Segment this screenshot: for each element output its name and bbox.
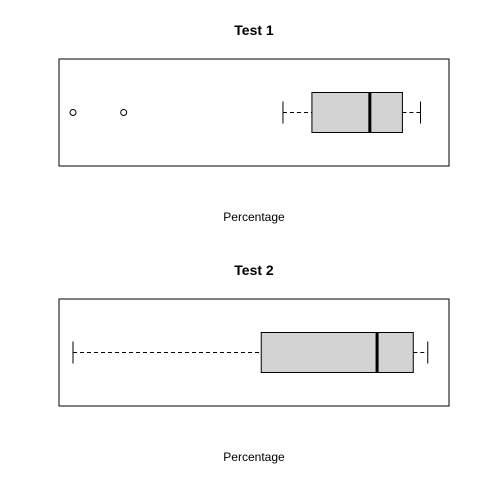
outlier-point — [120, 109, 128, 116]
chart-title-test-2: Test 2 — [234, 262, 274, 278]
chart-title-test-1: Test 1 — [234, 22, 274, 38]
x-axis-label-test-2: Percentage — [223, 450, 285, 464]
x-axis-label-test-1: Percentage — [223, 210, 285, 224]
plot-frame-test-2 — [58, 298, 450, 407]
box-marks-test-2 — [72, 332, 429, 373]
outlier-point — [69, 109, 77, 116]
box-marks-test-1 — [69, 92, 422, 133]
iqr-box — [311, 92, 403, 133]
panel-test-1: Test 1 Percentage — [58, 22, 450, 224]
panel-test-2: Test 2 Percentage — [58, 262, 450, 464]
iqr-box — [260, 332, 414, 373]
plot-frame-test-1 — [58, 58, 450, 167]
